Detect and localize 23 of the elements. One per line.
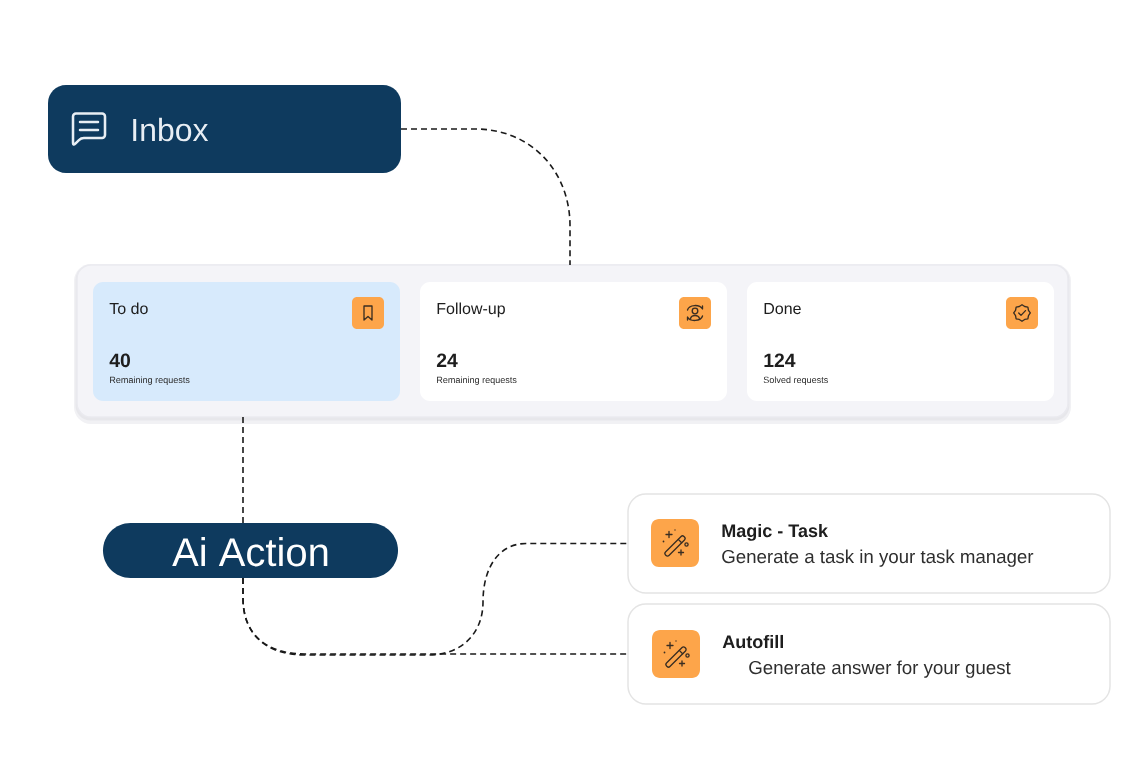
stat-card: [93, 282, 400, 401]
card-caption: Solved requests: [763, 376, 828, 385]
card-caption: Remaining requests: [110, 376, 190, 385]
count-number: 124: [764, 353, 796, 367]
card-title: To do: [109, 302, 148, 315]
count-number: 24: [436, 353, 458, 367]
action-card: [627, 493, 1111, 594]
pill-box: Ai Action: [103, 523, 398, 578]
card-description: Generate answer for your guest: [749, 660, 1011, 678]
connector-line: [242, 577, 629, 655]
stat-card: [420, 282, 727, 401]
action-card: [627, 603, 1111, 705]
card-title: Autofill: [722, 634, 783, 649]
card-description: Generate a task in your task manager: [722, 549, 1034, 567]
label-box: Inbox: [48, 85, 401, 173]
card-title: Done: [764, 303, 801, 315]
connector-line: [400, 128, 571, 266]
connector-line: [242, 416, 244, 524]
card-title: Follow-up: [437, 302, 505, 318]
count-number: 40: [109, 353, 130, 368]
stat-card: [747, 282, 1054, 401]
card-caption: Remaining requests: [437, 376, 517, 385]
card-title: Magic - Task: [722, 523, 828, 541]
